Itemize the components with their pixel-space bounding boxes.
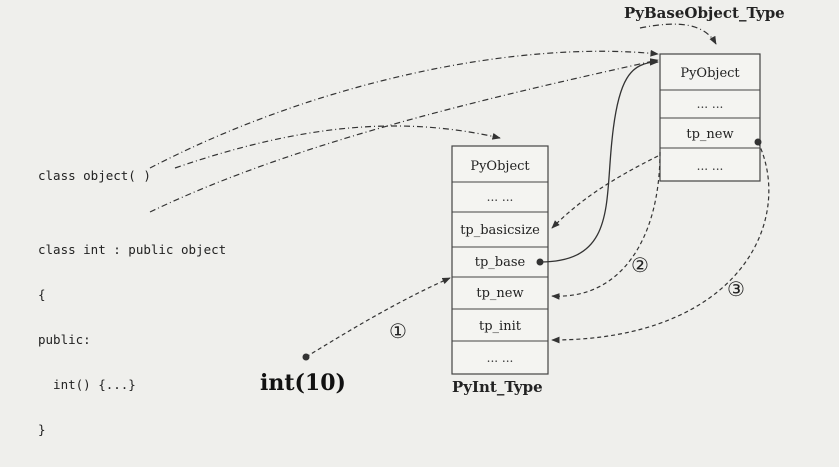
base-slot-pyobject: PyObject xyxy=(680,66,740,81)
step3-arrow xyxy=(551,141,770,344)
pybaseobject-type-title: PyBaseObject_Type xyxy=(624,4,785,22)
class-int-code: class int : public object { public: int(… xyxy=(38,212,226,467)
step2-base-arrow xyxy=(539,58,659,263)
step1-arrow xyxy=(305,277,451,358)
pyint-type-box: PyObject ... ... tp_basicsize tp_base tp… xyxy=(451,145,549,375)
svg-text:①: ① xyxy=(389,319,407,343)
int-call-label: int(10) xyxy=(260,370,346,396)
code-line: { xyxy=(38,287,46,302)
int-to-base-arrow xyxy=(149,58,659,213)
code-line: public: xyxy=(38,332,91,347)
int-slot-tp-new: tp_new xyxy=(476,286,523,301)
int-slot-tp-init: tp_init xyxy=(479,319,522,334)
int-slot-ellipsis-2: ... ... xyxy=(487,351,514,365)
pybaseobject-type-box: PyObject ... ... tp_new ... ... xyxy=(659,53,761,182)
step2-tp-new-arrow xyxy=(551,151,661,300)
base-slot-ellipsis-1: ... ... xyxy=(697,97,724,111)
int-slot-tp-base: tp_base xyxy=(475,255,526,270)
base-slot-tp-new: tp_new xyxy=(686,127,733,142)
step-3-marker: ③ xyxy=(727,277,745,301)
object-to-pyint-arrow xyxy=(174,125,501,169)
base-title-arrow xyxy=(639,23,717,45)
class-object-code: class object( ) xyxy=(38,168,151,183)
int-slot-pyobject: PyObject xyxy=(470,159,530,174)
basicsize-arrow xyxy=(551,155,659,229)
object-to-base-arrow xyxy=(149,49,659,169)
diagram-svg: PyObject ... ... tp_new ... ... PyObject… xyxy=(149,23,770,396)
step-2-marker: ② xyxy=(631,253,649,277)
code-line: } xyxy=(38,422,46,437)
code-line: class int : public object xyxy=(38,242,227,257)
svg-text:③: ③ xyxy=(727,277,745,301)
base-slot-ellipsis-2: ... ... xyxy=(697,159,724,173)
diagram-canvas: class object( ) class int : public objec… xyxy=(38,4,785,437)
code-line: int() {...} xyxy=(38,377,136,392)
step-1-marker: ① xyxy=(389,319,407,343)
pyint-type-title: PyInt_Type xyxy=(452,378,543,396)
svg-text:②: ② xyxy=(631,253,649,277)
int-slot-ellipsis-1: ... ... xyxy=(487,190,514,204)
int-slot-tp-basicsize: tp_basicsize xyxy=(460,223,540,238)
